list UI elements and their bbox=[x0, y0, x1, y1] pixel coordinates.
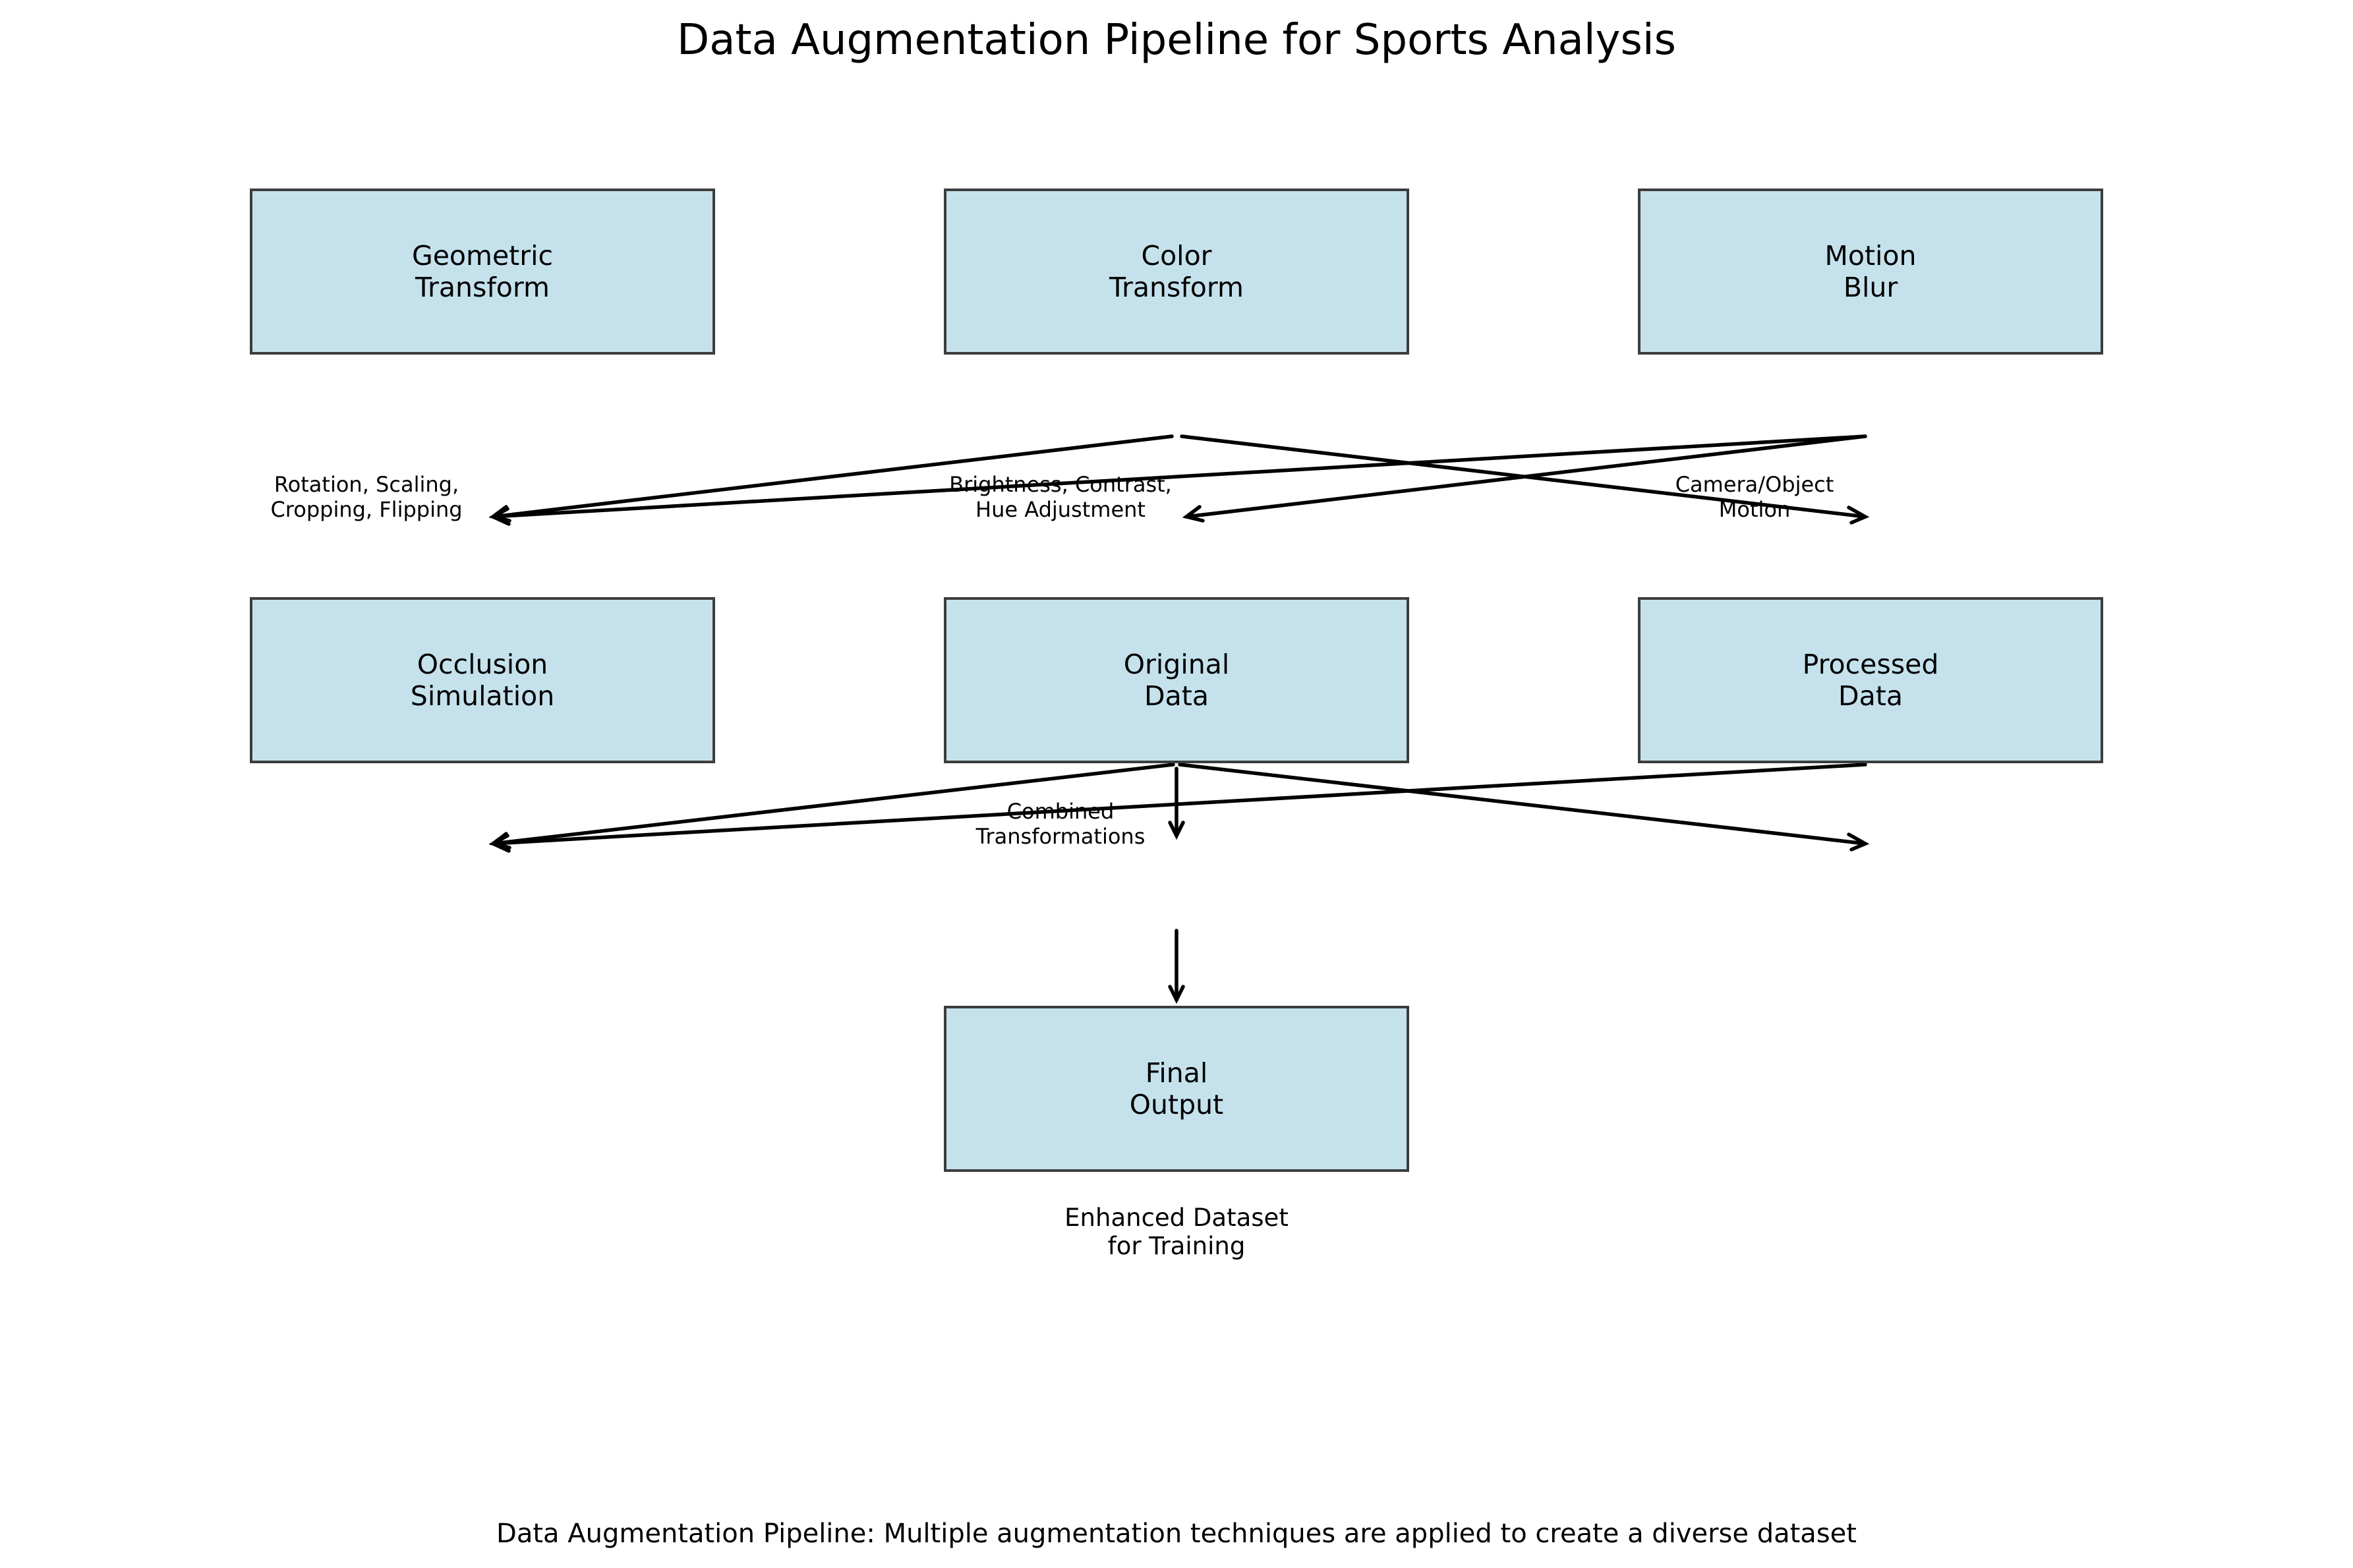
label-motion-line2: Motion bbox=[1719, 497, 1790, 522]
node-motion-line2: Blur bbox=[1844, 272, 1898, 303]
label-geometric-line2: Cropping, Flipping bbox=[270, 497, 462, 522]
node-color-line1: Color bbox=[1141, 240, 1211, 272]
node-original-data: Original Data bbox=[944, 597, 1409, 763]
label-color-description: Brightness, Contrast, Hue Adjustment bbox=[949, 472, 1172, 522]
arrowhead-original-to-processed bbox=[1847, 832, 1870, 852]
arrowhead-motion-to-color bbox=[1182, 505, 1205, 523]
arrowhead-motion-to-geometric bbox=[488, 507, 511, 526]
label-color-line2: Hue Adjustment bbox=[975, 497, 1146, 522]
arrowhead-color-to-motion bbox=[1847, 506, 1870, 525]
label-final-line2: for Training bbox=[1108, 1232, 1246, 1260]
node-occlusion-line2: Simulation bbox=[411, 680, 554, 712]
arrow-motion-to-color bbox=[1184, 434, 1867, 519]
node-geometric-line2: Transform bbox=[415, 272, 550, 303]
node-final-line1: Final bbox=[1146, 1057, 1208, 1089]
node-original-line1: Original bbox=[1124, 649, 1229, 680]
arrow-processed-to-occlusion bbox=[491, 763, 1867, 846]
arrowhead-combined-to-final bbox=[1168, 985, 1185, 1004]
arrow-motion-to-geometric bbox=[491, 434, 1867, 519]
label-geometric-description: Rotation, Scaling, Cropping, Flipping bbox=[270, 472, 462, 522]
arrow-color-to-geometric bbox=[491, 434, 1174, 519]
node-occlusion-line1: Occlusion bbox=[417, 649, 548, 680]
arrow-original-to-occlusion bbox=[491, 763, 1175, 846]
node-processed-line1: Processed bbox=[1803, 649, 1939, 680]
arrow-original-to-processed bbox=[1178, 763, 1867, 846]
diagram-caption: Data Augmentation Pipeline: Multiple aug… bbox=[496, 1519, 1857, 1549]
label-combined-line2: Transformations bbox=[975, 824, 1146, 849]
node-original-line2: Data bbox=[1144, 680, 1209, 712]
label-combined-line1: Combined bbox=[1007, 799, 1115, 824]
label-final-description: Enhanced Dataset for Training bbox=[1064, 1204, 1289, 1260]
label-combined-transformations: Combined Transformations bbox=[975, 799, 1146, 849]
node-geometric-transform: Geometric Transform bbox=[250, 189, 715, 355]
label-color-line1: Brightness, Contrast, bbox=[949, 472, 1172, 497]
diagram-title: Data Augmentation Pipeline for Sports An… bbox=[677, 16, 1676, 65]
arrowhead-original-to-combined bbox=[1168, 821, 1185, 840]
node-geometric-line1: Geometric bbox=[412, 240, 553, 272]
node-occlusion-simulation: Occlusion Simulation bbox=[250, 597, 715, 763]
node-processed-data: Processed Data bbox=[1638, 597, 2103, 763]
label-motion-description: Camera/Object Motion bbox=[1675, 472, 1834, 522]
arrowhead-processed-to-occlusion bbox=[488, 834, 511, 853]
label-final-line1: Enhanced Dataset bbox=[1064, 1204, 1289, 1232]
connector-arrows bbox=[488, 434, 1870, 1004]
node-motion-line1: Motion bbox=[1825, 240, 1917, 272]
node-color-transform: Color Transform bbox=[944, 189, 1409, 355]
node-processed-line2: Data bbox=[1838, 680, 1903, 712]
node-color-line2: Transform bbox=[1109, 272, 1244, 303]
label-geometric-line1: Rotation, Scaling, bbox=[274, 472, 459, 497]
label-motion-line1: Camera/Object bbox=[1675, 472, 1834, 497]
node-final-line2: Output bbox=[1130, 1089, 1223, 1120]
node-final-output: Final Output bbox=[944, 1006, 1409, 1172]
node-motion-blur: Motion Blur bbox=[1638, 189, 2103, 355]
